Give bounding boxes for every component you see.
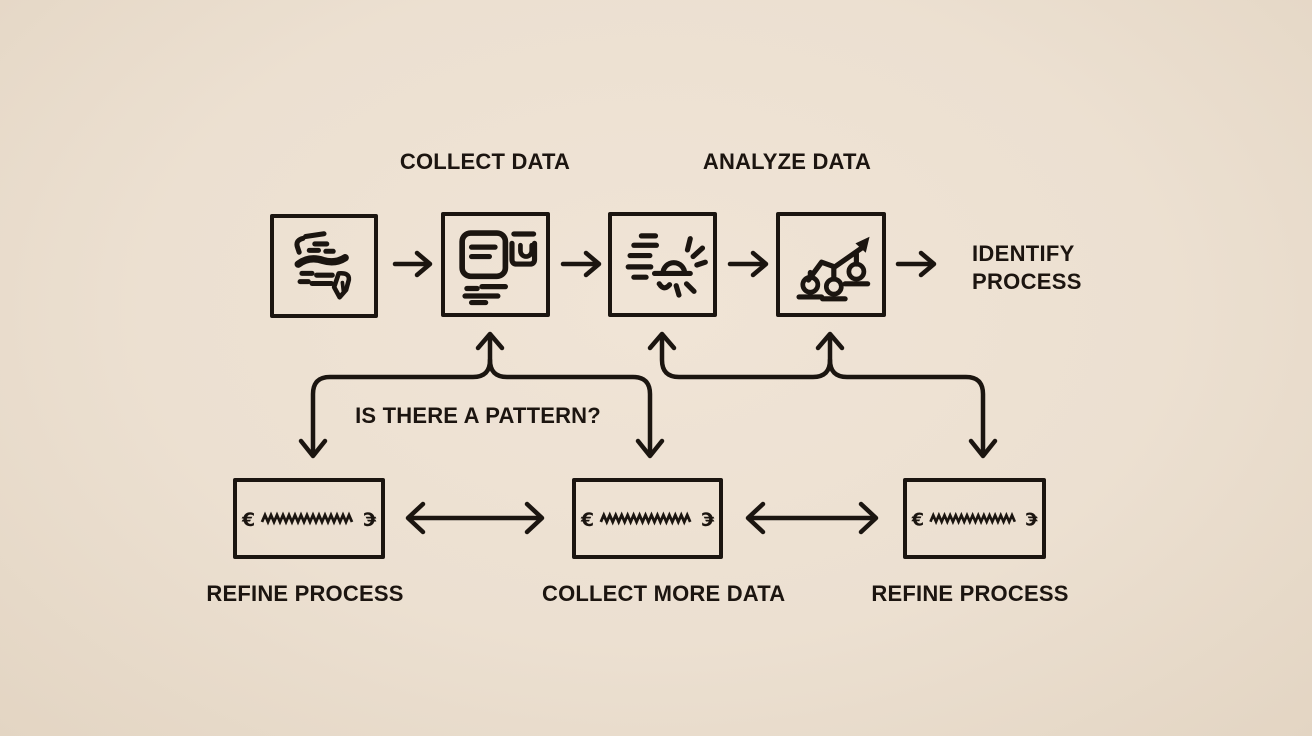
collect-data-label: COLLECT DATA xyxy=(399,149,571,174)
refine-process-box-left: € € xyxy=(233,478,385,559)
scribble-left-cap: € xyxy=(580,509,594,531)
identify-process-line1: IDENTIFY xyxy=(972,241,1075,266)
double-arrow-refine-collect xyxy=(405,501,545,535)
arrow-box3-to-box4 xyxy=(727,250,769,278)
scribble-line-icon: € € xyxy=(911,510,1039,531)
insight-sunrise-icon xyxy=(625,232,708,298)
identify-process-line2: PROCESS xyxy=(972,269,1082,294)
trend-chart-icon xyxy=(796,236,871,301)
analyze-data-box xyxy=(608,212,717,317)
form-document-icon xyxy=(458,229,537,305)
refine-process-label-right: REFINE PROCESS xyxy=(871,581,1069,606)
scribble-left-cap: € xyxy=(911,510,924,531)
scribble-right-cap: € xyxy=(701,509,715,531)
identify-process-box xyxy=(776,212,886,317)
scribble-right-cap: € xyxy=(363,509,377,531)
double-arrow-collect-refine xyxy=(745,501,879,535)
refine-process-label-left: REFINE PROCESS xyxy=(206,581,404,606)
scribble-line-icon: € € xyxy=(580,509,715,531)
arrow-box4-to-identify xyxy=(895,250,937,278)
collect-more-data-box: € € xyxy=(572,478,723,559)
collect-more-data-label: COLLECT MORE DATA xyxy=(542,581,786,606)
branch-connector-collect-data xyxy=(298,331,665,459)
identify-process-label: IDENTIFY PROCESS xyxy=(972,240,1082,296)
arrow-box1-to-box2 xyxy=(392,250,433,278)
refine-process-box-right: € € xyxy=(903,478,1046,559)
branch-connector-analyze-data xyxy=(647,331,998,459)
arrow-box2-to-box3 xyxy=(560,250,602,278)
scribble-left-cap: € xyxy=(241,509,255,531)
analyze-data-label: ANALYZE DATA xyxy=(702,149,872,174)
raw-notes-box xyxy=(270,214,378,318)
scribble-line-icon: € € xyxy=(241,509,377,531)
pattern-question-label: IS THERE A PATTERN? xyxy=(355,403,601,428)
handwritten-notes-icon xyxy=(294,231,352,300)
collect-data-box xyxy=(441,212,550,317)
scribble-right-cap: € xyxy=(1025,510,1038,531)
